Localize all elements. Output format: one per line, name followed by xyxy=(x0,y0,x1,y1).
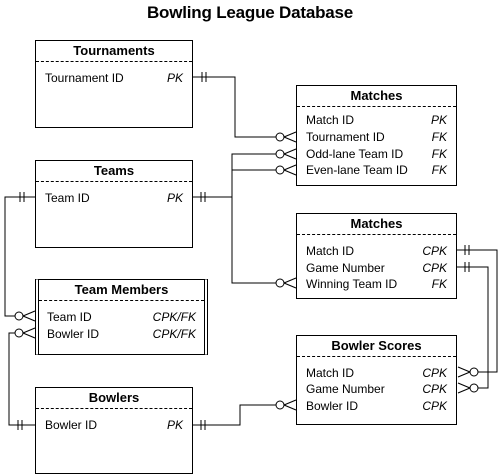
entity-team-members: Team Members Team ID CPK/FK Bowler ID CP… xyxy=(35,279,208,355)
entity-title: Tournaments xyxy=(36,41,192,62)
rel-tournaments-matches xyxy=(193,76,284,138)
attribute-row: Game Number CPK xyxy=(306,381,447,397)
rel-teams-matches xyxy=(193,153,284,284)
attribute-name: Game Number xyxy=(306,261,385,275)
attribute-key: PK xyxy=(166,191,183,205)
attribute-row: Bowler ID PK xyxy=(45,417,183,433)
attribute-name: Tournament ID xyxy=(45,71,124,85)
attribute-name: Bowler ID xyxy=(306,399,359,413)
rel-teams-teammembers xyxy=(4,196,35,317)
entity-bowler-scores: Bowler Scores Match ID CPK Game Number C… xyxy=(296,335,457,425)
page-title: Bowling League Database xyxy=(146,3,354,22)
attribute-key: CPK xyxy=(422,399,447,413)
attribute-row: Winning Team ID FK xyxy=(306,276,447,292)
attribute-row: Game Number CPK xyxy=(306,260,447,276)
attribute-row: Odd-lane Team ID FK xyxy=(306,146,447,162)
attribute-row: Team ID CPK/FK xyxy=(47,309,196,325)
attribute-name: Game Number xyxy=(306,382,385,396)
attribute-key: FK xyxy=(431,130,447,144)
attribute-row: Match ID PK xyxy=(306,112,447,128)
entity-tournaments: Tournaments Tournament ID PK xyxy=(35,40,193,128)
entity-title: Bowler Scores xyxy=(297,336,456,357)
entity-matches-games: Matches Match ID CPK Game Number CPK Win… xyxy=(296,213,457,299)
attribute-key: PK xyxy=(166,418,183,432)
attribute-name: Odd-lane Team ID xyxy=(306,147,404,161)
attribute-key: PK xyxy=(166,71,183,85)
attribute-row: Bowler ID CPK/FK xyxy=(47,326,196,342)
attribute-name: Match ID xyxy=(306,244,355,258)
attribute-key: FK xyxy=(431,277,447,291)
entity-title: Matches xyxy=(297,86,456,107)
attribute-key: PK xyxy=(430,113,447,127)
attribute-row: Tournament ID FK xyxy=(306,129,447,145)
attribute-name: Team ID xyxy=(47,310,92,324)
attribute-key: CPK xyxy=(422,244,447,258)
attribute-name: Tournament ID xyxy=(306,130,385,144)
attribute-key: CPK xyxy=(422,382,447,396)
attribute-name: Even-lane Team ID xyxy=(306,163,408,177)
attribute-key: CPK xyxy=(422,366,447,380)
rel-bowlers-teammembers xyxy=(8,332,35,426)
attribute-name: Bowler ID xyxy=(47,327,100,341)
attribute-row: Tournament ID PK xyxy=(45,70,183,86)
entity-title: Bowlers xyxy=(36,388,192,409)
entity-teams: Teams Team ID PK xyxy=(35,160,193,248)
attribute-row: Match ID CPK xyxy=(306,365,447,381)
attribute-key: CPK/FK xyxy=(152,310,196,324)
attribute-name: Match ID xyxy=(306,113,355,127)
rel-bowlers-bowlerscores xyxy=(193,404,284,426)
attribute-row: Bowler ID CPK xyxy=(306,398,447,414)
attribute-name: Bowler ID xyxy=(45,418,98,432)
attribute-name: Team ID xyxy=(45,191,90,205)
attribute-name: Match ID xyxy=(306,366,355,380)
attribute-key: CPK xyxy=(422,261,447,275)
attribute-key: FK xyxy=(431,147,447,161)
attribute-row: Team ID PK xyxy=(45,190,183,206)
entity-matches: Matches Match ID PK Tournament ID FK Odd… xyxy=(296,85,457,186)
entity-title: Team Members xyxy=(39,280,204,301)
attribute-key: CPK/FK xyxy=(152,327,196,341)
attribute-key: FK xyxy=(431,163,447,177)
rel-matches-bowlerscores xyxy=(457,249,498,389)
attribute-row: Even-lane Team ID FK xyxy=(306,162,447,178)
entity-bowlers: Bowlers Bowler ID PK xyxy=(35,387,193,474)
entity-title: Teams xyxy=(36,161,192,182)
entity-title: Matches xyxy=(297,214,456,235)
attribute-name: Winning Team ID xyxy=(306,277,398,291)
attribute-row: Match ID CPK xyxy=(306,243,447,259)
